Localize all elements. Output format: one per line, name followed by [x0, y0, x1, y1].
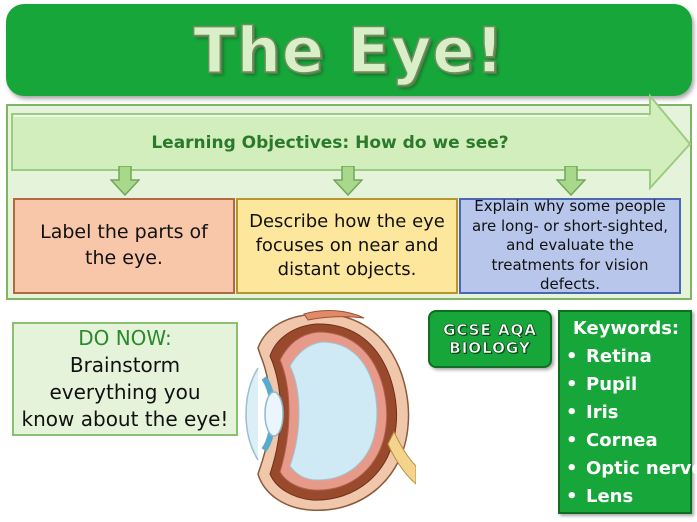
- arrow-down-icon: [110, 166, 140, 196]
- keyword-item: • Lens: [566, 483, 686, 511]
- bullet-icon: •: [566, 430, 578, 451]
- do-now-text: Brainstorm everything you know about the…: [21, 353, 229, 431]
- objective-1-text: Label the parts of the eye.: [40, 221, 208, 269]
- do-now-label: DO NOW:: [78, 326, 172, 350]
- title-banner: The Eye!: [6, 4, 692, 96]
- badge-line2: BIOLOGY: [449, 339, 531, 358]
- page-title: The Eye!: [193, 13, 505, 88]
- bullet-icon: •: [566, 402, 578, 423]
- bullet-icon: •: [566, 458, 578, 479]
- bullet-icon: •: [566, 374, 578, 395]
- bullet-icon: •: [566, 346, 578, 367]
- arrow-down-icon: [333, 166, 363, 196]
- badge-line1: GCSE AQA: [443, 321, 537, 340]
- keyword-text: Retina: [586, 346, 652, 367]
- objective-2: Describe how the eye focuses on near and…: [236, 198, 458, 294]
- keyword-text: Iris: [586, 402, 619, 423]
- gcse-badge: GCSE AQA BIOLOGY: [428, 310, 552, 368]
- arrow-down-icon: [556, 166, 586, 196]
- do-now-box: DO NOW: Brainstorm everything you know a…: [12, 322, 238, 436]
- keyword-item: • Pupil: [566, 371, 686, 399]
- keywords-list: • Retina • Pupil • Iris • Cornea • Optic nerv…: [566, 343, 697, 511]
- objective-1: Label the parts of the eye.: [13, 198, 235, 294]
- keyword-text: Pupil: [586, 374, 638, 395]
- objective-3-text: Explain why some people are long- or sho…: [471, 197, 669, 294]
- keyword-text: Lens: [586, 486, 634, 507]
- keyword-text: Optic nerve: [586, 458, 697, 479]
- objective-3: Explain why some people are long- or sho…: [459, 197, 681, 294]
- learning-objectives-label: Learning Objectives: How do we see?: [151, 133, 509, 153]
- do-now-content: DO NOW: Brainstorm everything you know a…: [20, 325, 230, 433]
- keyword-item: • Optic nerve: [566, 455, 697, 483]
- keywords-title: Keywords:: [572, 318, 680, 339]
- keyword-item: • Iris: [566, 399, 686, 427]
- keyword-text: Cornea: [586, 430, 658, 451]
- keyword-item: • Cornea: [566, 427, 686, 455]
- eye-diagram-icon: [245, 310, 416, 511]
- keyword-item: • Retina: [566, 343, 686, 371]
- keywords-box: Keywords: • Retina • Pupil • Iris • Cornea •…: [558, 310, 697, 514]
- objective-2-text: Describe how the eye focuses on near and…: [249, 210, 445, 281]
- bullet-icon: •: [566, 486, 578, 507]
